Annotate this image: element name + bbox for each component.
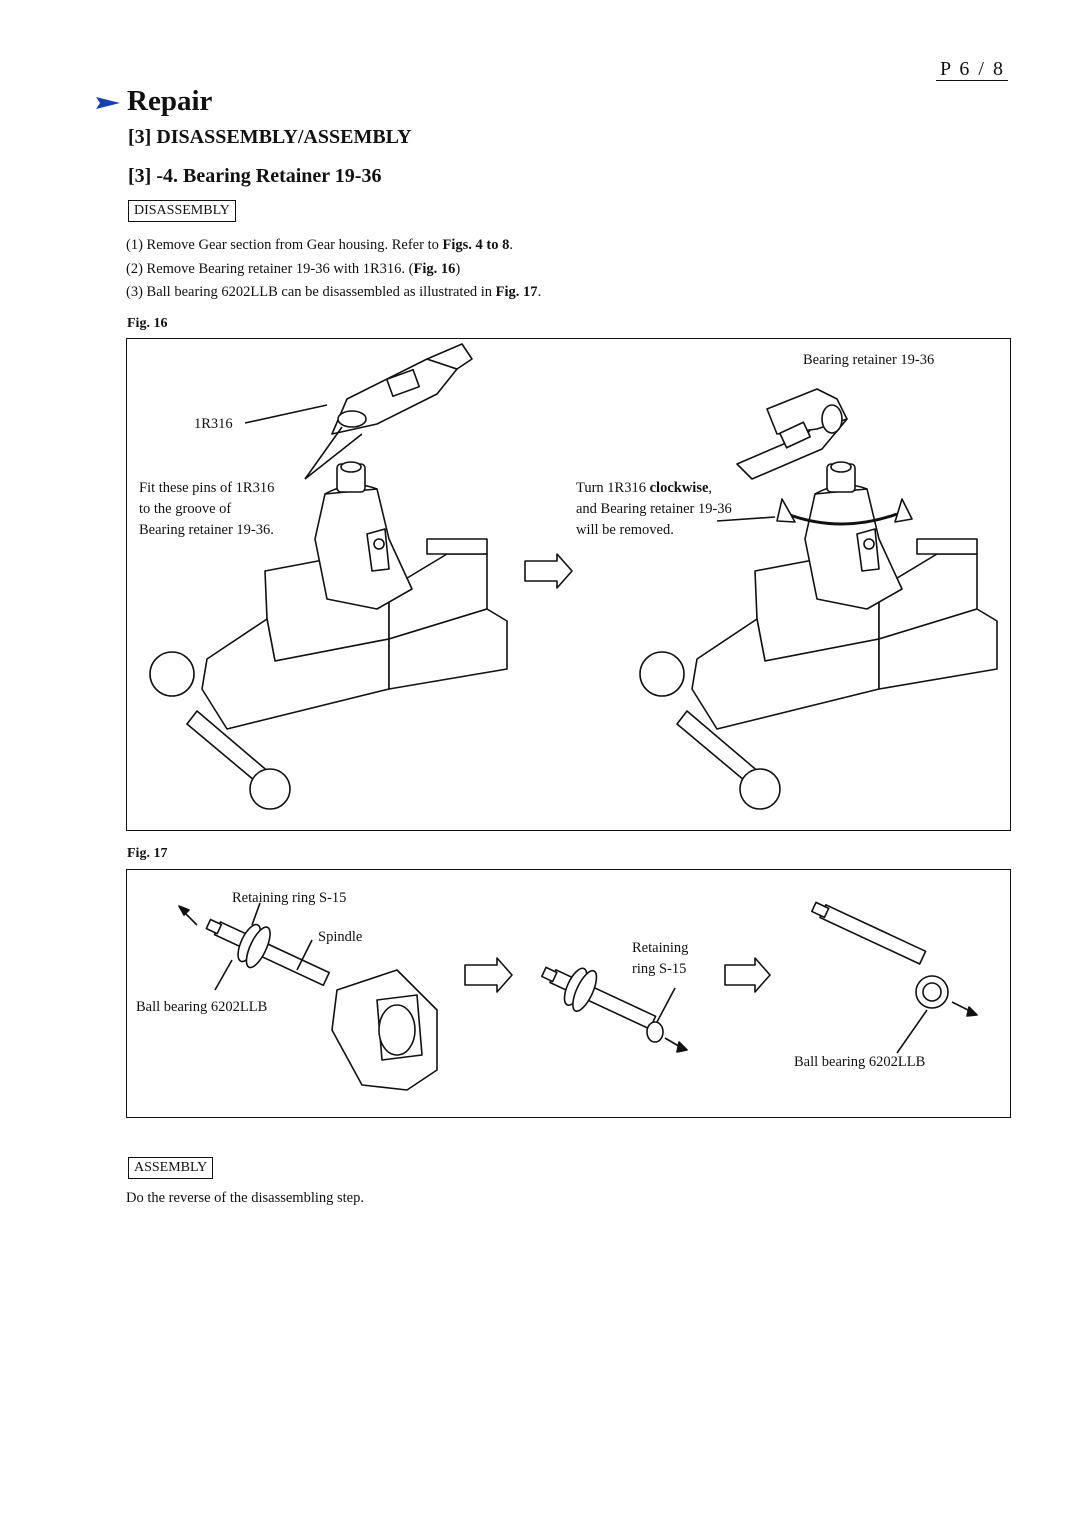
fig16-frame — [126, 338, 1011, 831]
section-title: Repair — [127, 85, 213, 117]
vise-right — [639, 388, 998, 810]
hollow-arrow-icon — [524, 553, 573, 589]
disassembly-label: DISASSEMBLY — [128, 200, 236, 222]
right-callout: Turn 1R316 clockwise, and Bearing retain… — [576, 480, 732, 538]
step-1: (1) Remove Gear section from Gear housin… — [126, 237, 513, 253]
fig17-label: Fig. 17 — [127, 846, 168, 861]
hollow-arrow-icon — [464, 957, 513, 993]
subheading: [3] -4. Bearing Retainer 19-36 — [128, 165, 382, 187]
assembly-label: ASSEMBLY — [128, 1157, 214, 1179]
retaining-ring-mid-label: Retaining ring S-15 — [632, 940, 689, 977]
step-3: (3) Ball bearing 6202LLB can be disassem… — [126, 284, 542, 300]
assembly-text: Do the reverse of the disassembling step… — [126, 1190, 364, 1206]
ball-bearing-left-label: Ball bearing 6202LLB — [136, 999, 268, 1015]
page-number-underline — [936, 80, 1008, 81]
vise-left — [149, 343, 508, 810]
fig17-illustration — [178, 901, 978, 1091]
left-callout: Fit these pins of 1R316 to the groove of… — [139, 480, 275, 538]
step-2: (2) Remove Bearing retainer 19-36 with 1… — [126, 261, 461, 277]
fig16-label: Fig. 16 — [127, 316, 168, 331]
ball-bearing-right-label: Ball bearing 6202LLB — [794, 1054, 926, 1070]
hollow-arrow-icon — [724, 957, 771, 993]
page-number: P 6 / 8 — [940, 58, 1005, 80]
bearing-retainer-label: Bearing retainer 19-36 — [803, 352, 935, 368]
spindle-label: Spindle — [318, 929, 363, 945]
retaining-ring-top-label: Retaining ring S-15 — [232, 890, 347, 906]
tool-label: 1R316 — [194, 416, 233, 432]
fig16-illustration — [149, 343, 998, 810]
heading: [3] DISASSEMBLY/ASSEMBLY — [128, 126, 412, 148]
triangle-arrow-icon — [96, 97, 120, 109]
fig17-frame — [126, 869, 1011, 1118]
